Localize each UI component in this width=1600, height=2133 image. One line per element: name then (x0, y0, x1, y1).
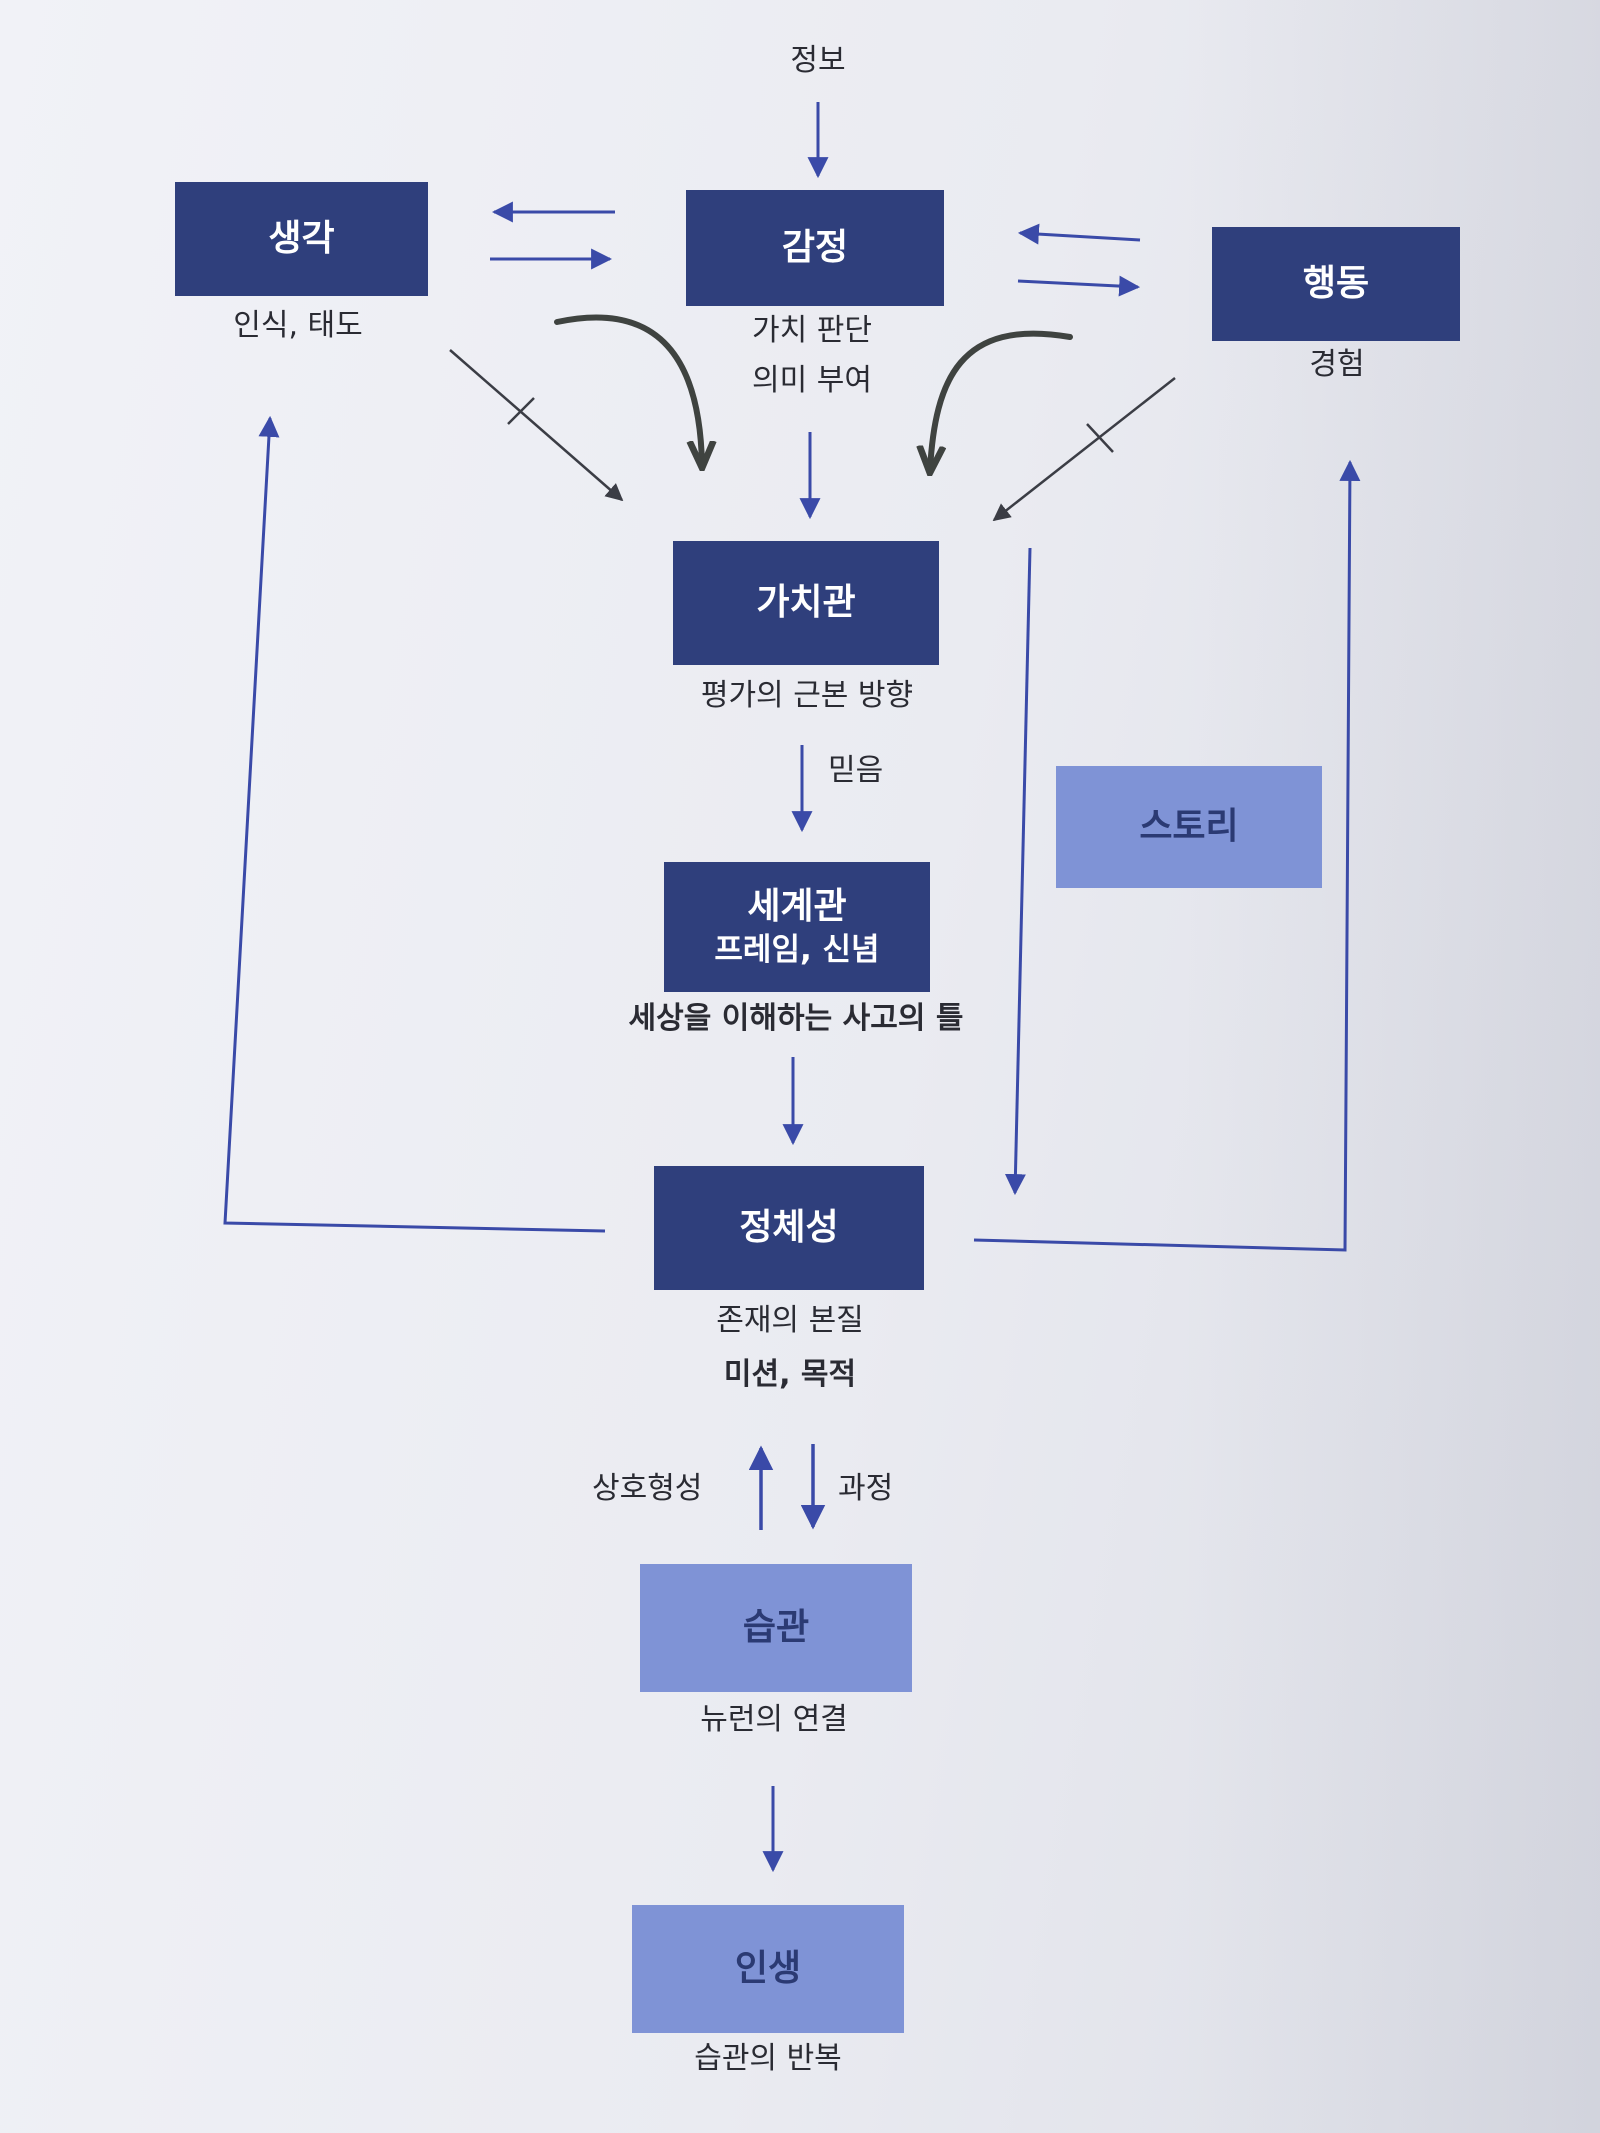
node-life-caption: 습관의 반복 (694, 2041, 842, 2076)
node-emotion-caption-1: 가치 판단 (752, 313, 872, 348)
node-story: 스토리 (1056, 766, 1322, 888)
node-emotion-title: 감정 (781, 227, 849, 269)
loop-identity-to-thought (223, 415, 606, 1233)
node-habit: 습관 (640, 1564, 912, 1692)
node-values-caption: 평가의 근본 방향 (700, 678, 914, 713)
arrow-action-diagonal (992, 377, 1176, 522)
node-worldview-title: 세계관 (747, 885, 847, 927)
node-identity-caption-2: 미션, 목적 (723, 1357, 857, 1392)
loop-identity-to-action (973, 459, 1361, 1252)
node-life-title: 인생 (734, 1948, 802, 1990)
arrow-action-to-emotion (1017, 223, 1141, 245)
curve-thought-to-values (554, 314, 702, 465)
node-thought-title: 생각 (268, 218, 335, 260)
node-worldview-caption: 세상을 이해하는 사고의 틀 (628, 1001, 964, 1036)
node-emotion: 감정 (686, 190, 944, 306)
edge-label-process: 과정 (838, 1471, 894, 1506)
node-action-title: 행동 (1302, 263, 1370, 305)
input-label-info: 정보 (790, 43, 846, 78)
node-thought-caption: 인식, 태도 (233, 308, 363, 343)
node-identity-title: 정체성 (739, 1207, 839, 1249)
node-thought: 생각 (175, 182, 428, 296)
page-shadow (1180, 0, 1600, 2133)
arrow-emotion-to-action (1017, 275, 1141, 297)
node-story-title: 스토리 (1139, 806, 1239, 848)
cross-mark-right (1086, 423, 1114, 453)
edge-label-mutual-formation: 상호형성 (592, 1471, 703, 1506)
node-values: 가치관 (673, 541, 939, 665)
curve-action-to-values (930, 330, 1073, 470)
edge-label-belief: 믿음 (828, 753, 884, 788)
arrow-thought-diagonal (449, 349, 624, 502)
cross-mark-left (507, 397, 535, 425)
node-worldview: 세계관 프레임, 신념 (664, 862, 930, 992)
node-habit-title: 습관 (742, 1607, 810, 1649)
node-emotion-caption-2: 의미 부여 (752, 363, 872, 398)
node-action-caption: 경험 (1309, 347, 1365, 382)
node-habit-caption: 뉴런의 연결 (700, 1702, 848, 1737)
node-identity: 정체성 (654, 1166, 924, 1290)
node-values-title: 가치관 (756, 582, 856, 624)
node-worldview-subtitle: 프레임, 신념 (714, 932, 880, 968)
arrow-story-vertical (1004, 547, 1032, 1196)
node-life: 인생 (632, 1905, 904, 2033)
node-action: 행동 (1212, 227, 1460, 341)
node-identity-caption-1: 존재의 본질 (716, 1303, 864, 1338)
